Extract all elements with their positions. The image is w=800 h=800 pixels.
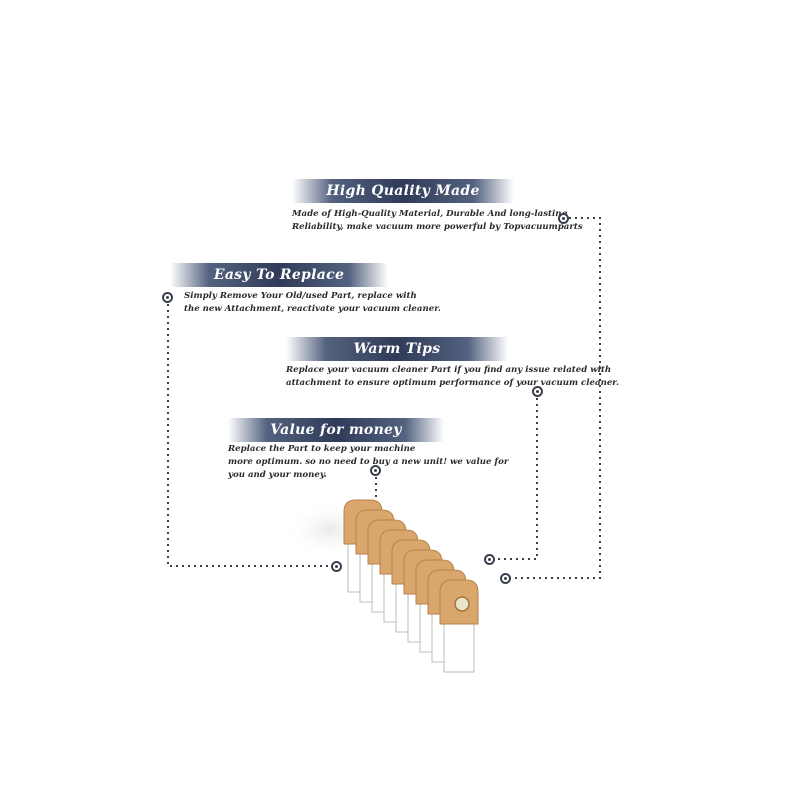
marker-product-right-b-icon	[500, 573, 511, 584]
marker-easy-replace-icon	[162, 292, 173, 303]
description-line: Replace your vacuum cleaner Part if you …	[286, 365, 612, 375]
banner-warm-tips: Warm Tips	[286, 337, 508, 361]
description-high-quality: Made of High-Quality Material, Durable A…	[292, 208, 583, 234]
description-warm-tips: Replace your vacuum cleaner Part if you …	[286, 364, 619, 390]
description-easy-replace: Simply Remove Your Old/used Part, replac…	[184, 290, 441, 316]
description-line: more optimum. so no need to buy a new un…	[228, 457, 509, 467]
connector-high-quality	[506, 217, 601, 579]
marker-high-quality-icon	[558, 213, 569, 224]
bag-inlet	[454, 596, 470, 612]
feature-title: Easy To Replace	[213, 267, 345, 283]
marker-product-left-icon	[331, 561, 342, 572]
description-line: Replace the Part to keep your machine	[228, 444, 416, 454]
description-line: Made of High-Quality Material, Durable A…	[292, 209, 568, 219]
feature-title: High Quality Made	[326, 183, 480, 199]
description-line: you and your money.	[228, 470, 327, 480]
banner-easy-replace: Easy To Replace	[170, 263, 388, 287]
description-line: the new Attachment, reactivate your vacu…	[184, 304, 441, 314]
description-line: Reliability, make vacuum more powerful b…	[292, 222, 583, 232]
banner-value-money: Value for money	[228, 418, 444, 442]
feature-title: Warm Tips	[353, 341, 441, 357]
connector-easy-replace	[167, 298, 334, 567]
marker-warm-tips-icon	[532, 386, 543, 397]
description-line: Simply Remove Your Old/used Part, replac…	[184, 291, 417, 301]
description-value-money: Replace the Part to keep your machine mo…	[228, 443, 508, 482]
description-line: attachment to ensure optimum performance…	[286, 378, 620, 388]
banner-high-quality: High Quality Made	[292, 179, 514, 203]
feature-title: Value for money	[270, 422, 402, 438]
marker-value-money-icon	[370, 465, 381, 476]
connector-warm-tips	[489, 392, 538, 560]
marker-product-right-a-icon	[484, 554, 495, 565]
vacuum-bag	[439, 579, 479, 673]
